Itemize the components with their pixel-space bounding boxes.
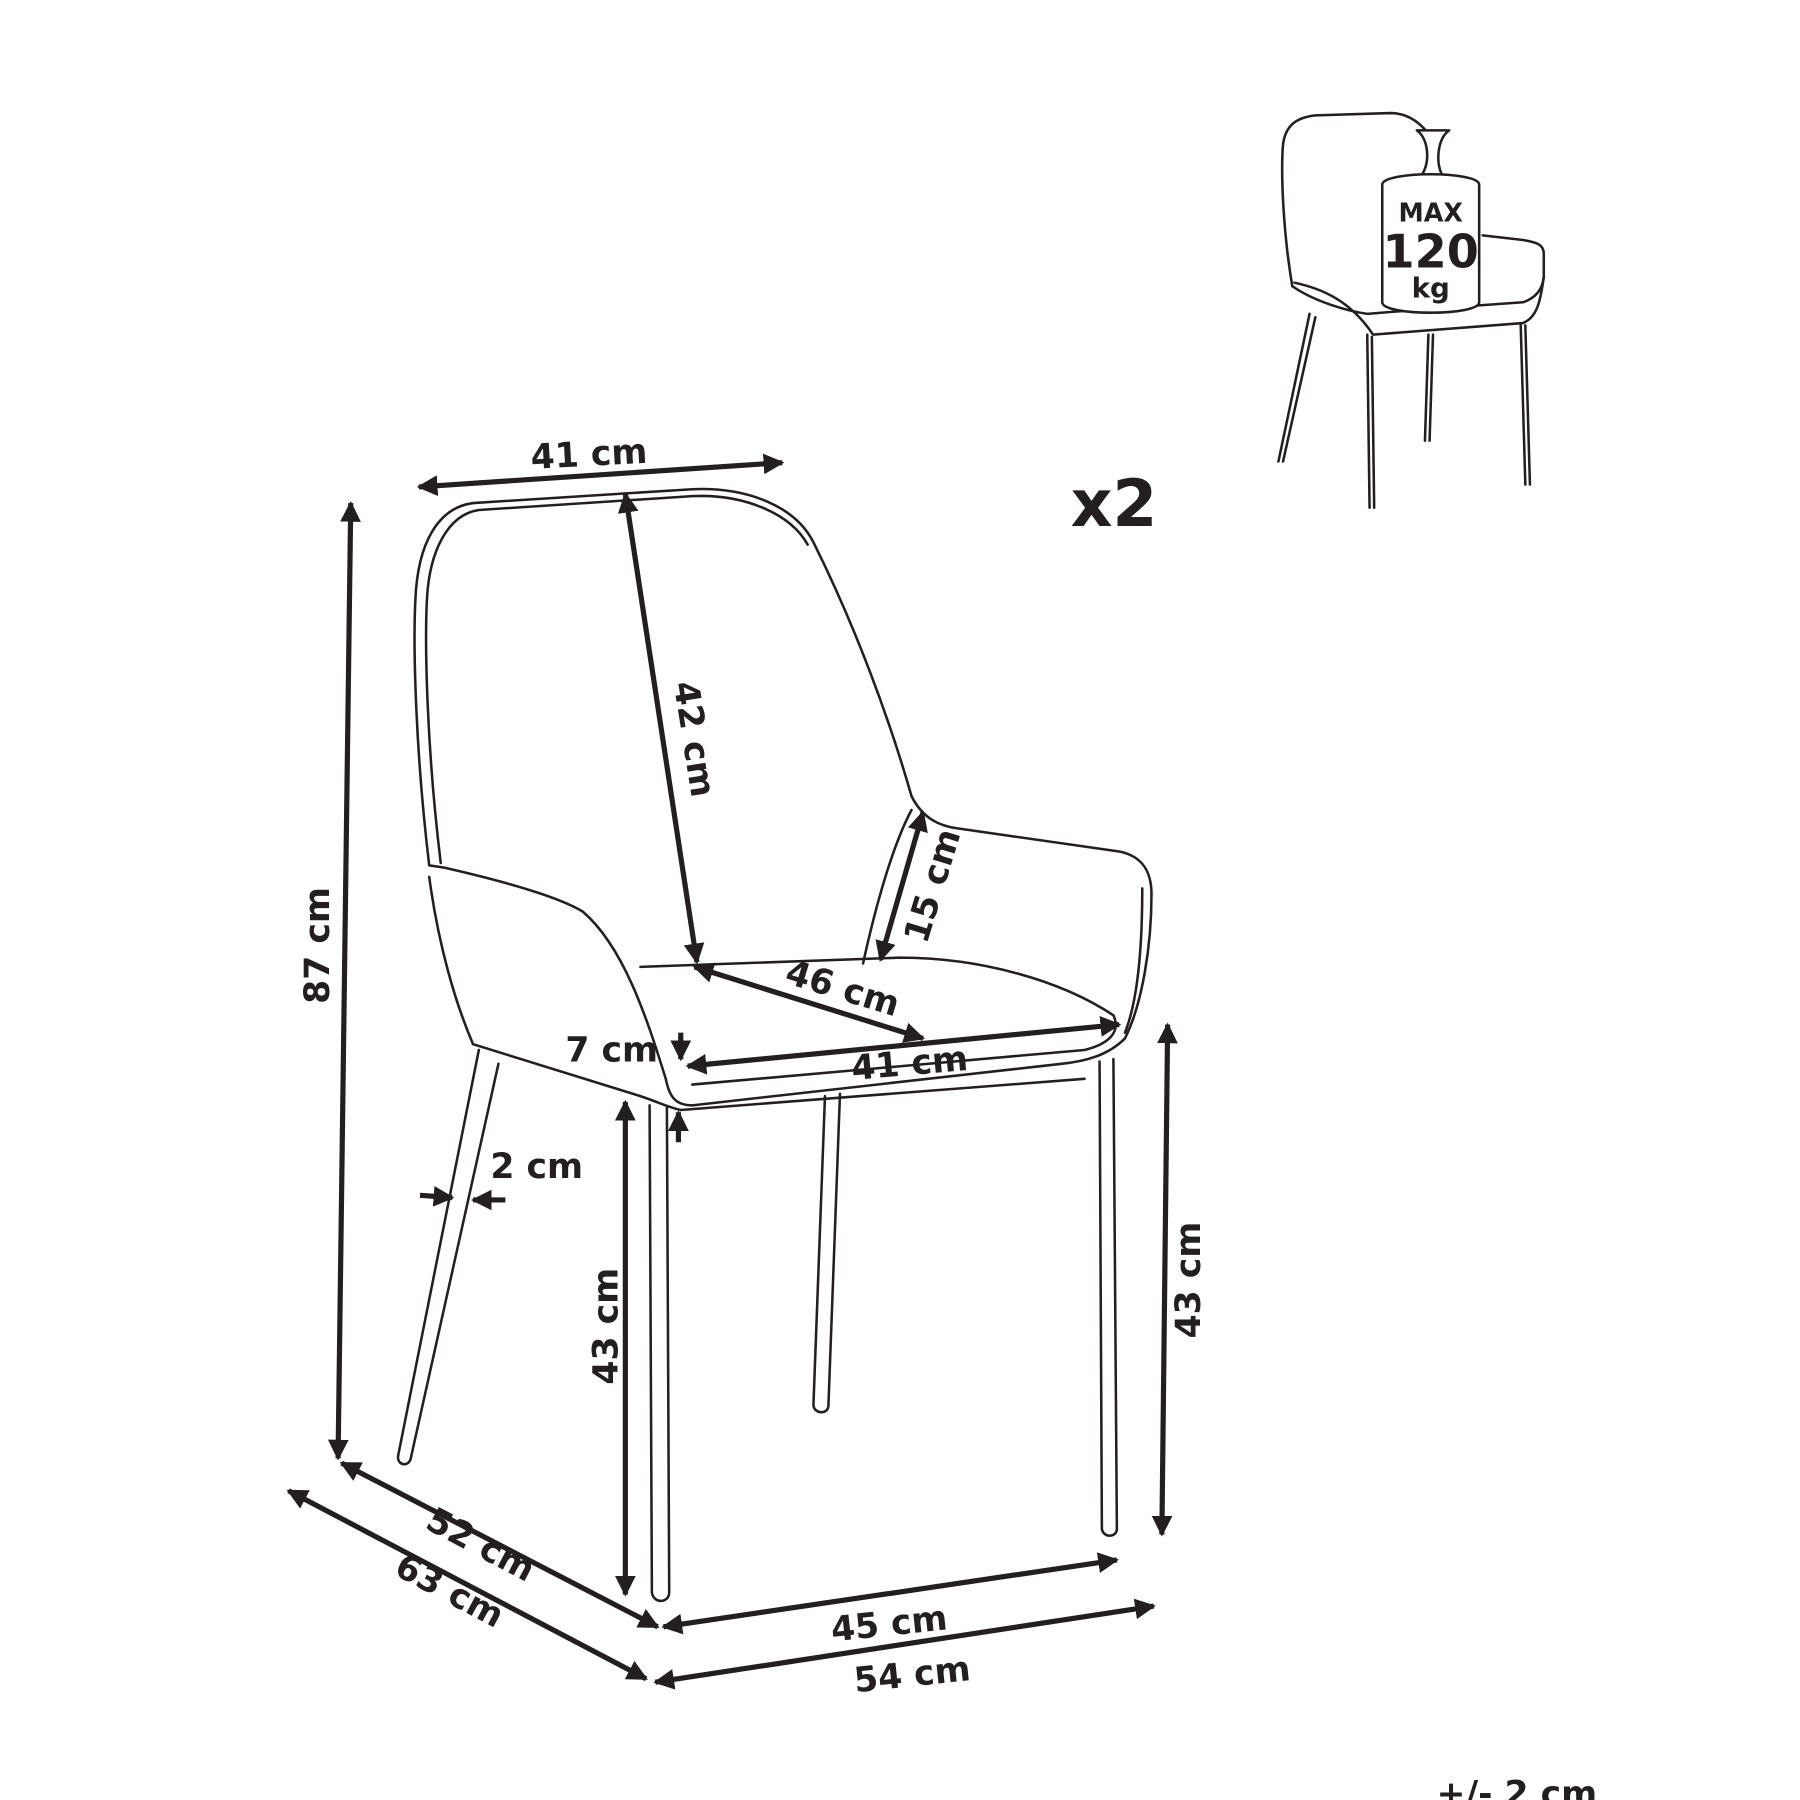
label-seat-thickness: 7 cm	[565, 1030, 658, 1070]
label-seat-height-front: 43 cm	[586, 1268, 626, 1385]
max-load-unit: kg	[1412, 272, 1450, 305]
label-seat-height-side: 43 cm	[1169, 1222, 1209, 1339]
max-load-chair-icon: MAX 120 kg	[1277, 111, 1546, 509]
label-back-width: 41 cm	[530, 432, 649, 478]
dimension-lines	[286, 453, 1178, 1690]
label-backrest-height: 42 cm	[665, 678, 723, 800]
label-width-total: 54 cm	[852, 1649, 972, 1701]
max-load-value: 120	[1383, 225, 1479, 279]
tolerance-label: +/- 2 cm	[1436, 1775, 1597, 1800]
main-chair-drawing	[396, 487, 1153, 1603]
label-leg-thickness: 2 cm	[490, 1147, 583, 1187]
label-armrest-height: 15 cm	[897, 824, 969, 947]
max-load-line1: MAX	[1398, 198, 1463, 228]
label-total-height: 87 cm	[298, 887, 338, 1004]
quantity-label: x2	[1071, 467, 1158, 542]
